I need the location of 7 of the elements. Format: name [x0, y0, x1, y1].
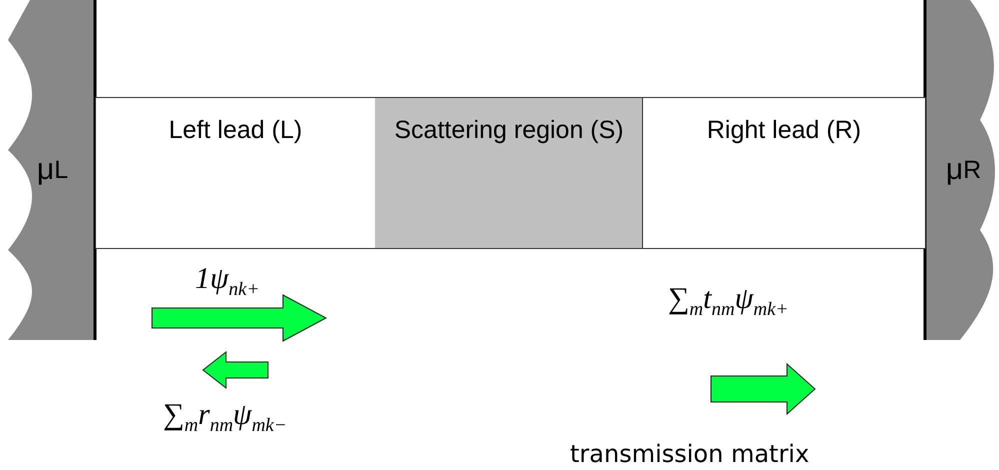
caption-text: transmission matrix — [570, 440, 810, 468]
formula: 1ψ$_{nk+}$ — [195, 262, 260, 301]
lead-box: Right lead (R) — [642, 97, 926, 249]
scattering-region-box: Scattering region (S) — [375, 97, 643, 249]
formula: ∑$_{m}$r$_{nm}$ψ$_{mk−}$ — [163, 398, 287, 437]
lead-box: Left lead (L) — [95, 97, 376, 249]
formula: ∑$_{m}$t$_{nm}$ψ$_{mk+}$ — [668, 282, 788, 321]
